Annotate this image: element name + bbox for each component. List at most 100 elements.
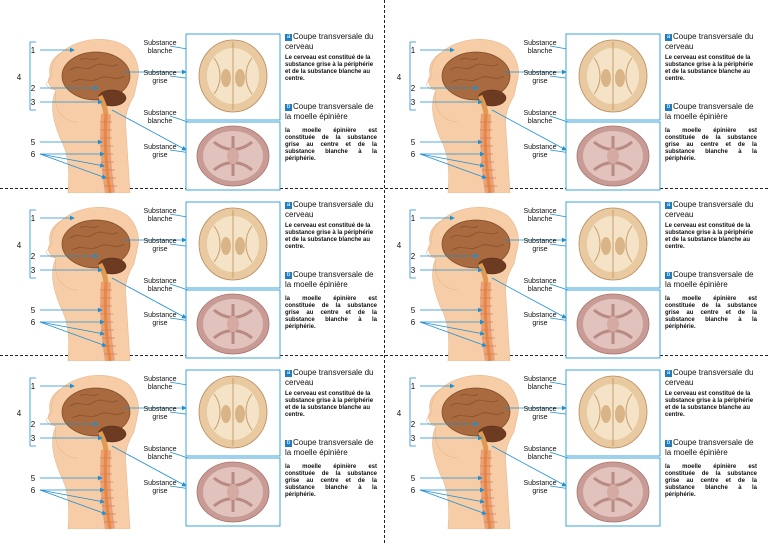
- cord-white-matter-label: Substance blanche: [143, 446, 177, 461]
- panel-a-title-text: Coupe transversale du cerveau: [285, 200, 374, 219]
- panel-b-body: la moelle épinière est constituée de la …: [665, 128, 757, 162]
- label-6: 6: [410, 486, 416, 495]
- nervous-system-diagram: [29, 369, 281, 529]
- label-4: 4: [396, 241, 402, 250]
- cord-white-matter-label: Substance blanche: [523, 446, 557, 461]
- panel-a-body: Le cerveau est constitué de la substance…: [285, 391, 374, 418]
- brain-slice-image: [578, 207, 648, 281]
- panel-a-body: Le cerveau est constitué de la substance…: [665, 391, 754, 418]
- brain-white-matter-label: Substance blanche: [143, 376, 177, 391]
- label-3: 3: [410, 98, 416, 107]
- label-3: 3: [410, 266, 416, 275]
- bracket-4: [29, 209, 36, 279]
- brain-slice-image: [198, 375, 268, 449]
- cord-grey-matter-label: Substance grise: [523, 480, 557, 495]
- bracket-4: [409, 209, 416, 279]
- brain-white-matter-label: Substance blanche: [523, 376, 557, 391]
- brain-slice-image: [198, 39, 268, 113]
- cord-grey-matter-label: Substance grise: [523, 312, 557, 327]
- panel-b-body: la moelle épinière est constituée de la …: [665, 464, 757, 498]
- nervous-system-diagram: [409, 369, 661, 529]
- panel-b-badge: b: [665, 440, 672, 447]
- nervous-system-diagram: [409, 201, 661, 361]
- panel-b-title-text: Coupe transversale de la moelle épinière: [665, 438, 754, 457]
- label-5: 5: [30, 138, 36, 147]
- cord-white-matter-label: Substance blanche: [523, 110, 557, 125]
- card-5: 1 2 3 4 5 6 Substance blanche Substance …: [0, 354, 384, 529]
- horizontal-cut-line-2: [0, 355, 768, 356]
- panel-a-title-text: Coupe transversale du cerveau: [285, 368, 374, 387]
- panel-b-body: la moelle épinière est constituée de la …: [665, 296, 757, 330]
- label-4: 4: [396, 73, 402, 82]
- vertical-cut-line: [384, 0, 385, 543]
- brain-grey-matter-label: Substance grise: [523, 238, 557, 253]
- label-3: 3: [410, 434, 416, 443]
- panel-a-title-text: Coupe transversale du cerveau: [665, 200, 754, 219]
- label-2: 2: [30, 84, 36, 93]
- brain-grey-matter-label: Substance grise: [523, 70, 557, 85]
- cord-slice-image: [196, 461, 270, 523]
- card-2: 1 2 3 4 5 6 Substance blanche Substance …: [380, 18, 764, 193]
- panel-a-title-text: Coupe transversale du cerveau: [285, 32, 374, 51]
- cord-grey-matter-label: Substance grise: [143, 312, 177, 327]
- brain-grey-matter-label: Substance grise: [523, 406, 557, 421]
- label-5: 5: [30, 306, 36, 315]
- label-1: 1: [30, 382, 36, 391]
- label-2: 2: [30, 420, 36, 429]
- bracket-4: [29, 377, 36, 447]
- brain-white-matter-label: Substance blanche: [143, 208, 177, 223]
- card-3: 1 2 3 4 5 6 Substance blanche Substance …: [0, 186, 384, 361]
- nervous-system-diagram: [29, 33, 281, 193]
- card-6: 1 2 3 4 5 6 Substance blanche Substance …: [380, 354, 764, 529]
- cord-white-matter-label: Substance blanche: [143, 110, 177, 125]
- panel-b-title-text: Coupe transversale de la moelle épinière: [285, 270, 374, 289]
- panel-a-body: Le cerveau est constitué de la substance…: [665, 223, 754, 250]
- panel-b-body: la moelle épinière est constituée de la …: [285, 296, 377, 330]
- cord-grey-matter-label: Substance grise: [523, 144, 557, 159]
- cord-slice-image: [576, 125, 650, 187]
- bracket-4: [409, 377, 416, 447]
- panel-b-title-text: Coupe transversale de la moelle épinière: [665, 270, 754, 289]
- cord-slice-image: [576, 293, 650, 355]
- brain-grey-matter-label: Substance grise: [143, 70, 177, 85]
- cord-slice-image: [576, 461, 650, 523]
- label-5: 5: [410, 306, 416, 315]
- brain-grey-matter-label: Substance grise: [143, 238, 177, 253]
- panel-b-title-text: Coupe transversale de la moelle épinière: [665, 102, 754, 121]
- panel-b-body: la moelle épinière est constituée de la …: [285, 128, 377, 162]
- label-3: 3: [30, 98, 36, 107]
- bracket-4: [409, 41, 416, 111]
- panel-b-badge: b: [285, 104, 292, 111]
- panel-a-badge: a: [665, 202, 672, 209]
- nervous-system-diagram: [409, 33, 661, 193]
- label-4: 4: [16, 73, 22, 82]
- nervous-system-diagram: [29, 201, 281, 361]
- label-2: 2: [410, 252, 416, 261]
- cord-white-matter-label: Substance blanche: [523, 278, 557, 293]
- horizontal-cut-line-1: [0, 188, 768, 189]
- card-1: 1 2 3 4 5 6 Substance blanche Substance …: [0, 18, 384, 193]
- brain-slice-image: [578, 375, 648, 449]
- label-2: 2: [410, 84, 416, 93]
- panel-a-badge: a: [285, 34, 292, 41]
- brain-white-matter-label: Substance blanche: [523, 40, 557, 55]
- label-6: 6: [410, 150, 416, 159]
- bracket-4: [29, 41, 36, 111]
- panel-b-title-text: Coupe transversale de la moelle épinière: [285, 102, 374, 121]
